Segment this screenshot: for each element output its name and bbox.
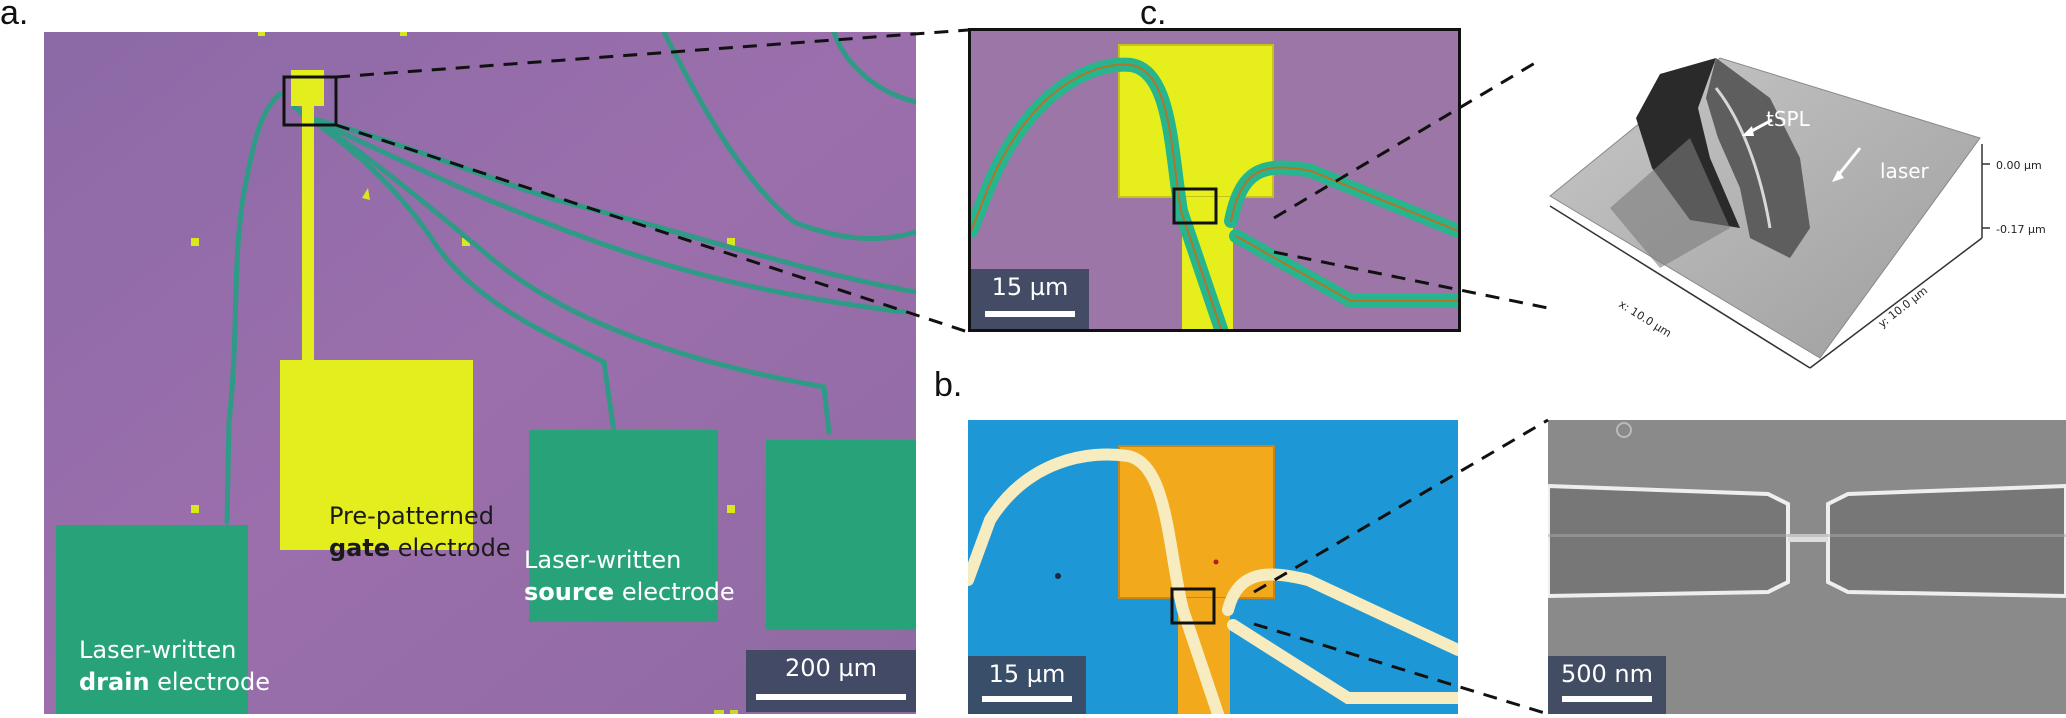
drain-label: Laser-written drain electrode (79, 636, 270, 696)
connector-b-top (1253, 418, 1549, 594)
afm-3d-render: tSPL laser 0.00 µm -0.17 µm x: 10.0 µm y… (1540, 28, 2066, 390)
laser-written-traces (224, 32, 916, 525)
zoom-inner-box (1172, 187, 1218, 225)
electrode-pads (56, 430, 916, 714)
micrograph-overview: Pre-patterned gate electrode Laser-writt… (44, 32, 916, 714)
sem-image: 500 nm (1548, 420, 2066, 714)
panel-letter-b: b. (934, 366, 963, 404)
afm-3d-svg: tSPL laser 0.00 µm -0.17 µm x: 10.0 µm y… (1549, 57, 2046, 369)
bottom-specks (714, 710, 738, 714)
afm-shadow (1610, 138, 1730, 268)
optical-b-box (1170, 587, 1216, 625)
scale-bar-overview: 200 µm (746, 650, 916, 712)
scale-bar-optical-b: 15 µm (968, 656, 1086, 714)
tspl-label: tSPL (1766, 107, 1811, 131)
connector-a-top (335, 28, 969, 79)
alignment-markers (191, 32, 735, 513)
optical-b-traces (968, 448, 1458, 714)
source-label: Laser-written source electrode (524, 546, 735, 606)
laser-label: laser (1880, 159, 1930, 183)
micrograph-zoom: 15 µm (968, 28, 1461, 332)
scale-bar-zoom: 15 µm (971, 269, 1089, 329)
z-tick-bottom: -0.17 µm (1996, 223, 2046, 236)
scale-bar-sem: 500 nm (1548, 656, 1666, 714)
afm-trench-wall (1706, 58, 1810, 258)
overview-image (44, 32, 916, 714)
zoom-region-box (282, 75, 338, 127)
connector-zoom-bottom (1273, 250, 1549, 310)
sem-electrodes (1548, 483, 2066, 599)
panel-letter-a: a. (0, 0, 29, 32)
connector-b-bottom (1253, 622, 1549, 716)
connector-zoom-top (1273, 58, 1541, 220)
x-axis (1549, 205, 1811, 369)
connector-a-bottom (335, 123, 969, 334)
panel-letter-c: c. (1140, 0, 1167, 32)
y-axis (1809, 237, 1983, 369)
zoom-traces (971, 57, 1458, 329)
z-tick-top: 0.00 µm (1996, 159, 2042, 172)
optical-image-b: 15 µm (968, 420, 1458, 714)
gate-label: Pre-patterned gate electrode (329, 502, 511, 562)
